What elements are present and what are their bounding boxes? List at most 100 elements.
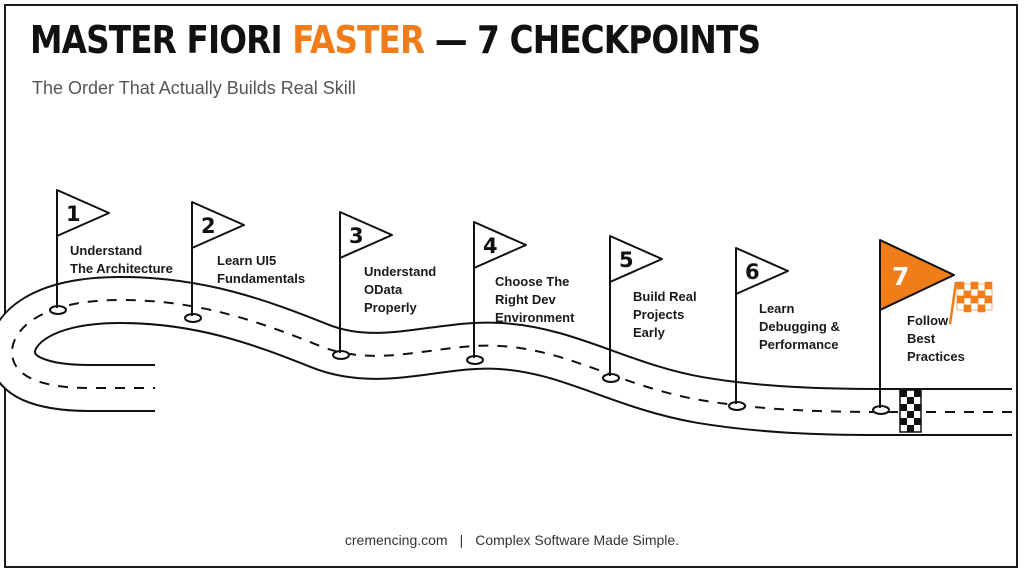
checkpoint-label-line: Choose The (495, 274, 569, 289)
checkpoint-label-line: Build Real (633, 289, 697, 304)
footer-separator: | (459, 532, 464, 548)
finish-cell (900, 418, 907, 425)
checkpoint-label-line: OData (364, 282, 403, 297)
finish-cell (914, 397, 921, 404)
checkpoint-label-line: Understand (70, 243, 142, 258)
finish-cell (907, 418, 914, 425)
footer-site: cremencing.com (344, 532, 448, 548)
finish-flag-cell (977, 283, 986, 292)
finish-cell (907, 397, 914, 404)
checkpoint-label-line: Understand (364, 264, 436, 279)
checkpoint-label-line: Learn (759, 301, 794, 316)
finish-flag-cell (977, 304, 986, 313)
finish-cell (907, 404, 914, 411)
pennant-flag-icon (56, 189, 110, 237)
title-end: — 7 CHECKPOINTS (424, 18, 761, 62)
finish-flag-cell (970, 302, 979, 311)
finish-flag-cell (984, 295, 993, 304)
checkpoint-number: 7 (892, 262, 909, 291)
finish-cell (914, 390, 921, 397)
checkpoint-label-line: Debugging & (759, 319, 840, 334)
checkpoint-label-line: The Architecture (70, 261, 173, 276)
finish-flag-cell (970, 288, 979, 297)
pennant-flag-icon (609, 235, 663, 283)
checkpoint-label-line: Early (633, 325, 666, 340)
finish-flag-cell (963, 297, 972, 306)
checkpoint-number: 5 (619, 248, 634, 272)
finish-flag-cell (970, 281, 979, 290)
pennant-flag-icon (473, 221, 527, 269)
checkpoint-label-line: Projects (633, 307, 684, 322)
checkpoint-label-line: Environment (495, 310, 575, 325)
finish-flag-cell (963, 283, 972, 292)
checkpoint-label-line: Properly (364, 300, 418, 315)
finish-flag-cell (970, 295, 979, 304)
finish-cell (900, 397, 907, 404)
checkpoint-number: 6 (745, 260, 760, 284)
checkpoint-label-line: Fundamentals (217, 271, 305, 286)
finish-cell (900, 390, 907, 397)
finish-cell (914, 425, 921, 432)
finish-cell (907, 425, 914, 432)
title-accent: FASTER (292, 18, 425, 62)
checkpoint-label-line: Best (907, 331, 936, 346)
finish-flag-cell (956, 288, 965, 297)
finish-cell (914, 411, 921, 418)
checkered-flag-icon (948, 281, 993, 325)
finish-flag-cell (956, 281, 965, 290)
finish-cell (914, 418, 921, 425)
finish-border (899, 389, 922, 433)
finish-cell (900, 404, 907, 411)
finish-flag-cell (984, 281, 993, 290)
finish-flag-cell (977, 290, 986, 299)
checkpoint-number: 2 (201, 214, 216, 238)
finish-flag-pole (948, 281, 958, 325)
finish-flag-cell (956, 295, 965, 304)
page-subtitle: The Order That Actually Builds Real Skil… (32, 78, 356, 98)
page-title: MASTER FIORI FASTER — 7 CHECKPOINTS (30, 18, 761, 62)
finish-flag-cell (984, 302, 993, 311)
pennant-flag-icon (191, 201, 245, 249)
finish-flag-cell (963, 290, 972, 299)
pennant-flag-icon (735, 247, 789, 295)
finish-flag-cell (977, 297, 986, 306)
footer-tagline: Complex Software Made Simple. (475, 532, 680, 548)
checkpoint-label-line: Learn UI5 (217, 253, 276, 268)
checkpoint-number: 4 (483, 234, 498, 258)
checkpoint-label-line: Performance (759, 337, 838, 352)
finish-cell (900, 411, 907, 418)
pennant-flag-icon (339, 211, 393, 259)
checkpoint-label-line: Practices (907, 349, 965, 364)
checkpoint-label-line: Right Dev (495, 292, 556, 307)
title-start: MASTER FIORI (30, 18, 293, 62)
checkpoint-number: 3 (349, 224, 364, 248)
finish-cell (907, 411, 914, 418)
finish-cell (914, 404, 921, 411)
finish-cell (900, 425, 907, 432)
pennant-flag-icon (879, 239, 955, 311)
finish-flag-cell (956, 302, 965, 311)
footer: cremencing.com | Complex Software Made Sim… (0, 532, 1024, 548)
checkpoint-label-line: Follow (907, 313, 949, 328)
finish-line (899, 389, 922, 433)
finish-flag-cell (963, 304, 972, 313)
finish-flag-cell (984, 288, 993, 297)
road-centre-line (10, 298, 1012, 413)
finish-cell (907, 390, 914, 397)
